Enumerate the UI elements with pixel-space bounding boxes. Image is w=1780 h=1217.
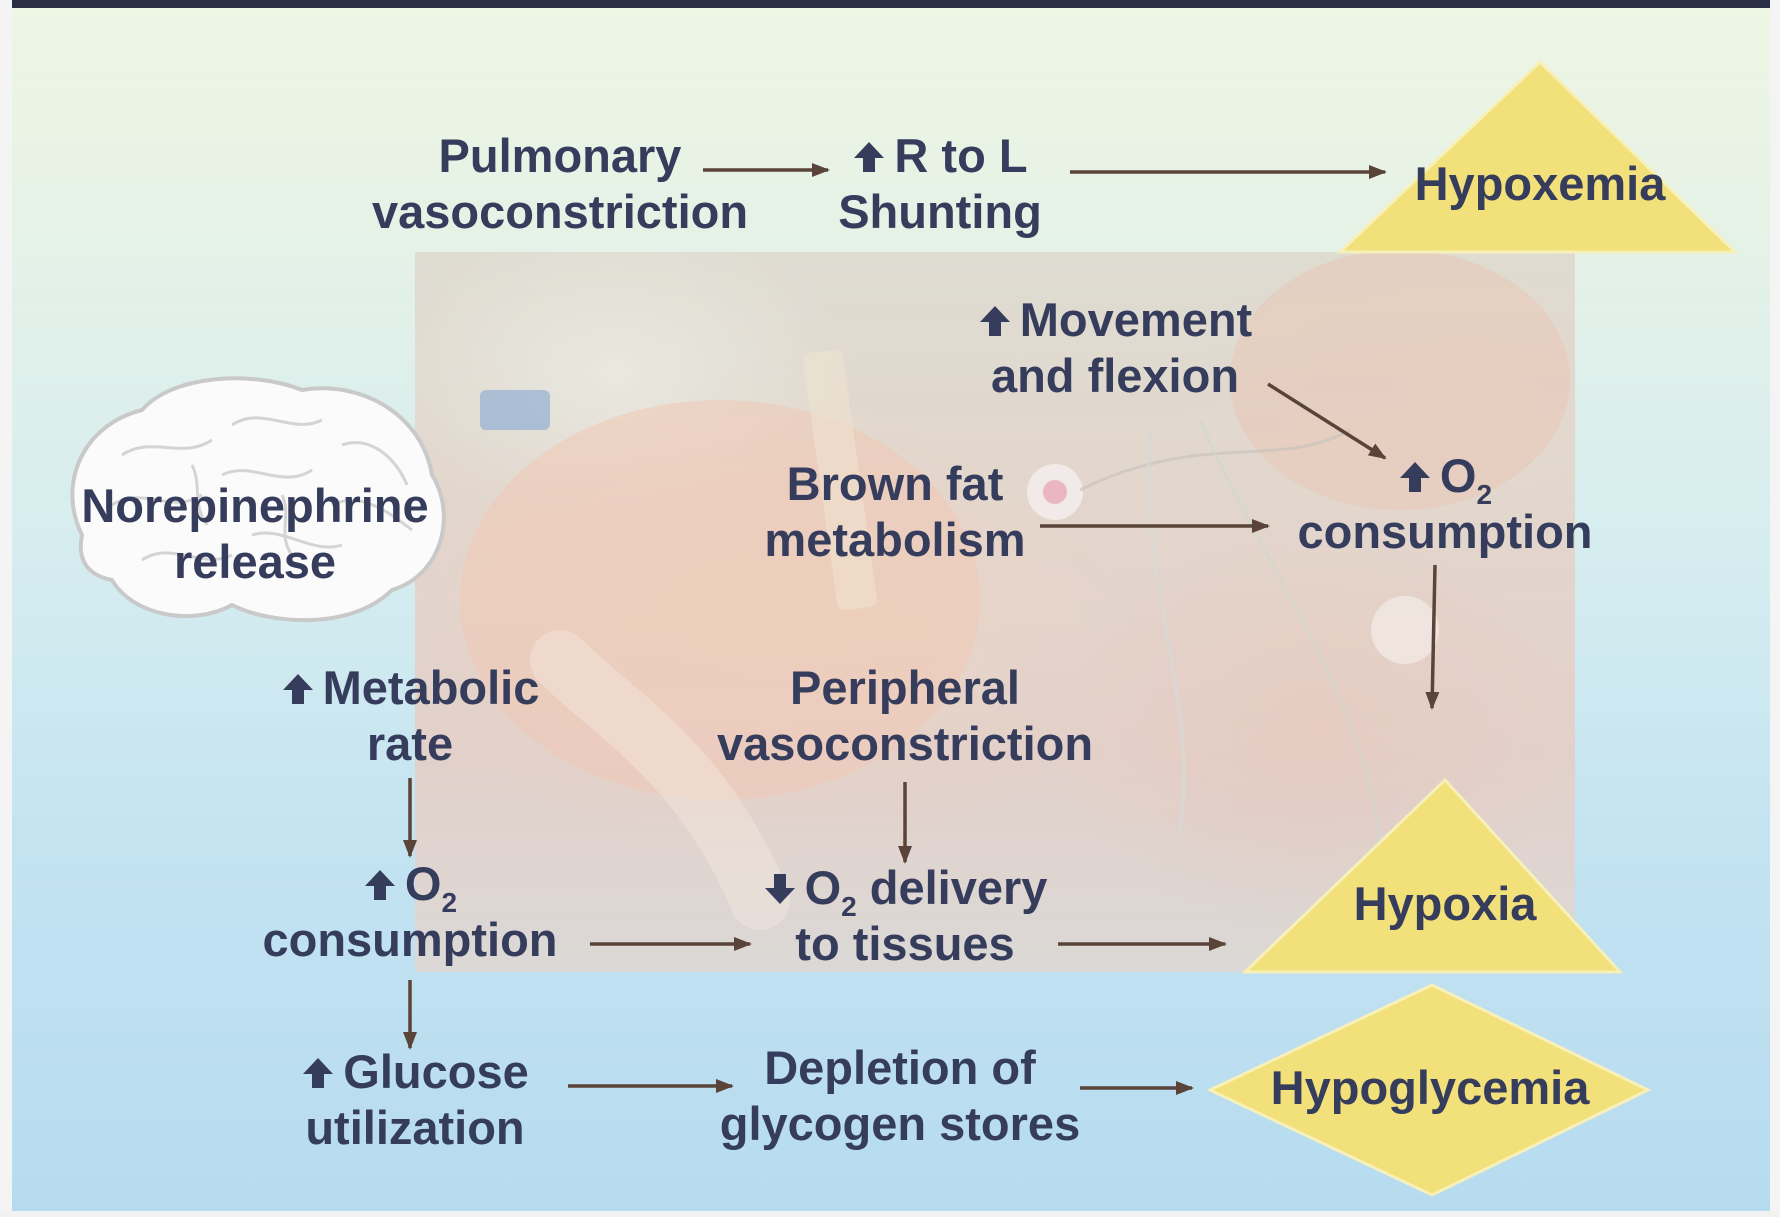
node-depletion-of-glycogen-stores: Depletion of glycogen stores [680,1040,1120,1152]
down-arrow-icon [763,872,797,906]
node-label-line1: Metabolic [323,661,540,714]
node-hypoxemia: Hypoxemia [1385,156,1695,212]
node-r-to-l-shunting: R to L Shunting [815,128,1065,240]
node-label-line2: vasoconstriction [340,184,780,240]
up-arrow-icon [978,304,1012,338]
node-label-line1: Pulmonary [340,128,780,184]
node-movement-and-flexion: Movement and flexion [950,292,1280,404]
node-o2-consumption-left: O2 consumption [230,856,590,968]
node-label-line2: to tissues [725,916,1085,972]
node-o2-consumption-right: O2 consumption [1270,448,1620,560]
node-o2-delivery-to-tissues: O2 delivery to tissues [725,860,1085,972]
node-label-line2: release [50,534,460,590]
node-brown-fat-metabolism: Brown fat metabolism [735,456,1055,568]
node-hypoglycemia: Hypoglycemia [1230,1060,1630,1116]
arrow-o2-to-hypoxia [1432,565,1435,708]
node-label-line2: utilization [260,1100,570,1156]
node-label-line2: Shunting [815,184,1065,240]
node-label-line2: and flexion [950,348,1280,404]
node-label-line1: R to L [894,129,1027,182]
node-label-line1: Depletion of [680,1040,1120,1096]
node-label-line2: vasoconstriction [680,716,1130,772]
arrow-movement-to-o2 [1268,384,1385,458]
node-glucose-utilization: Glucose utilization [260,1044,570,1156]
up-arrow-icon [281,672,315,706]
up-arrow-icon [363,868,397,902]
node-label-line1: Movement [1020,293,1252,346]
node-label-line2: consumption [230,912,590,968]
node-pulmonary-vasoconstriction: Pulmonary vasoconstriction [340,128,780,240]
node-label-suffix: delivery [857,861,1048,914]
node-label-line1: Glucose [343,1045,528,1098]
up-arrow-icon [301,1056,335,1090]
node-label-line1: Norepinephrine [50,478,460,534]
node-metabolic-rate: Metabolic rate [240,660,580,772]
up-arrow-icon [1398,460,1432,494]
node-hypoxia: Hypoxia [1290,876,1600,932]
node-label-line2: metabolism [735,512,1055,568]
node-label-line2: glycogen stores [680,1096,1120,1152]
node-label-prefix: O [805,861,842,914]
up-arrow-icon [852,140,886,174]
node-peripheral-vasoconstriction: Peripheral vasoconstriction [680,660,1130,772]
node-label-line1: Peripheral [680,660,1130,716]
node-label-line1: Brown fat [735,456,1055,512]
node-norepinephrine-release: Norepinephrine release [50,478,460,590]
node-label-prefix: O [1440,449,1477,502]
node-label-line2: consumption [1270,504,1620,560]
node-label-line2: rate [240,716,580,772]
node-label-prefix: O [405,857,442,910]
